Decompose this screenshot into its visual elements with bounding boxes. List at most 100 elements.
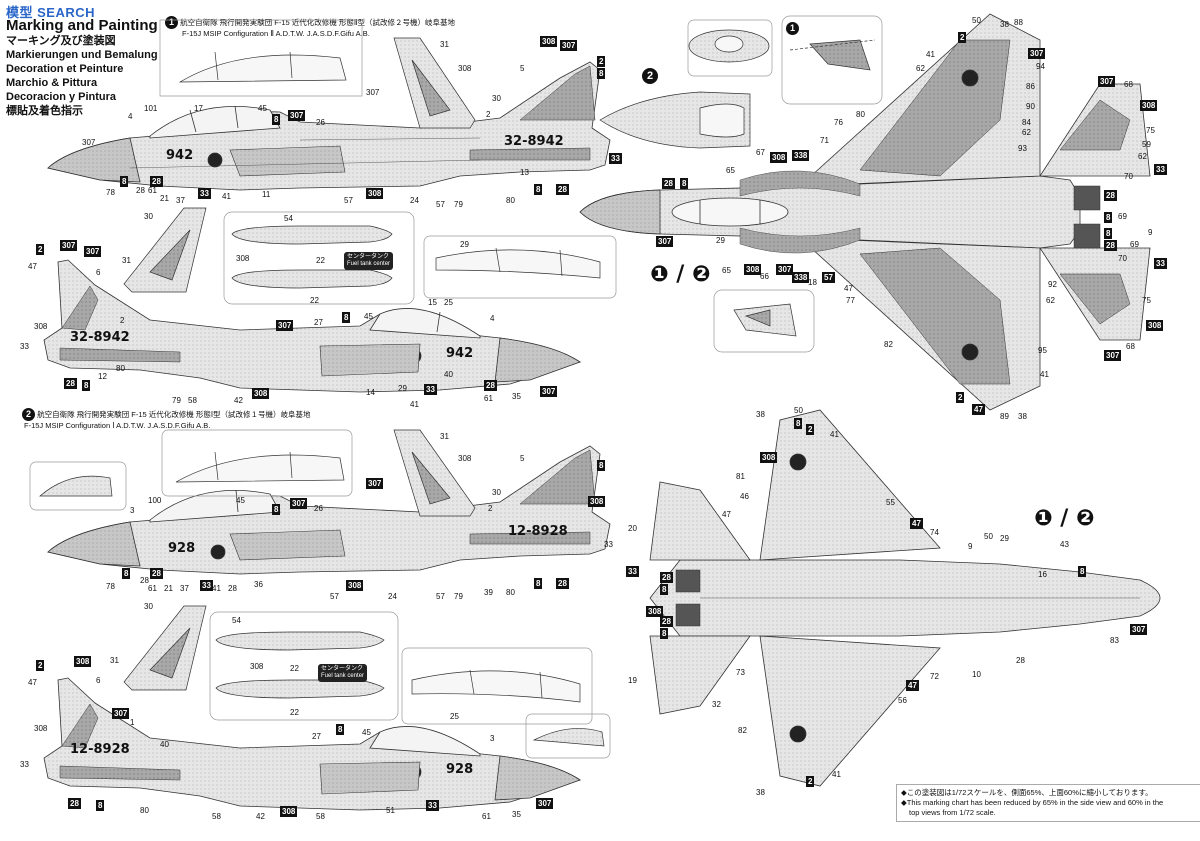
scheme2-headline: 2 航空自衛隊 飛行開発実験団 F-15 近代化改修機 形態Ⅰ型（試改修１号機）… — [22, 408, 311, 431]
callout: 35 — [512, 810, 521, 819]
callout-box: 8 — [1104, 228, 1113, 239]
callout: 76 — [834, 118, 843, 127]
callout-box: 308 — [1140, 100, 1158, 111]
callout-box: 307 — [1104, 350, 1122, 361]
scheme2-cockpit-inset — [599, 91, 751, 149]
callout: 73 — [736, 668, 745, 677]
callout: 82 — [738, 726, 747, 735]
callout: 28 — [1016, 656, 1025, 665]
callout: 80 — [856, 110, 865, 119]
callout: 82 — [884, 340, 893, 349]
callout: 75 — [1142, 296, 1151, 305]
callout-box: 33 — [200, 580, 213, 591]
callout: 39 — [484, 588, 493, 597]
callout-box: 307 — [1028, 48, 1046, 59]
callout: 28 — [228, 584, 237, 593]
callout-box: 307 — [276, 320, 294, 331]
callout-box: 8 — [794, 418, 803, 429]
callout-box: 47 — [972, 404, 985, 415]
callout: 308 — [236, 254, 250, 263]
callout: 31 — [122, 256, 131, 265]
scheme2-headline-jp: 航空自衛隊 飛行開発実験団 F-15 近代化改修機 形態Ⅰ型（試改修１号機）岐阜… — [37, 410, 311, 419]
callout-box: 8 — [122, 568, 131, 579]
callout: 33 — [604, 540, 613, 549]
top-view-inset-detail — [713, 289, 815, 353]
legend-lang-cn: 標貼及着色指示 — [6, 105, 83, 117]
callout-box: 8 — [82, 380, 91, 391]
callout: 3 — [490, 734, 495, 743]
callout: 29 — [716, 236, 725, 245]
callout: 2 — [486, 110, 491, 119]
scheme2-tail-inset-mid — [123, 605, 207, 691]
callout-box: 338 — [792, 150, 810, 161]
bottom-view-scheme-label: ❶ / ❷ — [1034, 506, 1095, 531]
fuel-tank-tag-1: センタータンク Fuel tank center — [344, 252, 394, 270]
scheme2-tail-inset-top — [393, 429, 476, 517]
callout: 94 — [1036, 62, 1045, 71]
callout: 95 — [1038, 346, 1047, 355]
callout-box: 28 — [1104, 190, 1117, 201]
scheme1-headline-jp: 航空自衛隊 飛行開発実験団 F-15 近代化改修機 形態Ⅱ型（試改修２号機）岐阜… — [180, 18, 456, 27]
callout: 308 — [34, 724, 48, 733]
callout: 26 — [316, 118, 325, 127]
callout: 62 — [1138, 152, 1147, 161]
callout: 68 — [1126, 342, 1135, 351]
callout-box: 8 — [272, 504, 281, 515]
fuel-tank-tag-2: センタータンク Fuel tank center — [318, 664, 368, 682]
callout-box: 308 — [744, 264, 762, 275]
callout: 46 — [740, 492, 749, 501]
callout: 41 — [926, 50, 935, 59]
callout: 58 — [212, 812, 221, 821]
callout-box: 308 — [252, 388, 270, 399]
legend-lang-fr: Decoration et Peinture — [6, 63, 124, 75]
callout-box: 28 — [556, 184, 569, 195]
callout: 25 — [450, 712, 459, 721]
callout: 30 — [492, 94, 501, 103]
callout: 47 — [844, 284, 853, 293]
scheme2-tail-serial-left: 12-8928 — [508, 524, 568, 539]
callout: 78 — [106, 582, 115, 591]
callout: 100 — [148, 496, 162, 505]
legend-lang-de: Markierungen und Bemalung — [6, 49, 158, 61]
fuel-tank-tag-2-jp: センタータンク — [321, 666, 364, 672]
callout-box: 8 — [336, 724, 345, 735]
callout: 30 — [144, 602, 153, 611]
callout: 13 — [520, 168, 529, 177]
callout: 33 — [20, 342, 29, 351]
scheme1-tail-inset-mid — [123, 207, 207, 293]
callout: 4 — [128, 112, 133, 121]
callout: 54 — [232, 616, 241, 625]
fuel-tank-tag-1-en: Fuel tank center — [347, 261, 391, 267]
callout-box: 8 — [597, 460, 606, 471]
callout: 6 — [96, 268, 101, 277]
scheme1-side-view-left — [47, 61, 611, 191]
callout: 27 — [314, 318, 323, 327]
callout-box: 8 — [660, 628, 669, 639]
callout: 45 — [236, 496, 245, 505]
callout: 78 — [106, 188, 115, 197]
callout: 79 — [454, 200, 463, 209]
callout: 12 — [98, 372, 107, 381]
callout: 62 — [916, 64, 925, 73]
callout: 31 — [110, 656, 119, 665]
footnote-en-line1: ◆This marking chart has been reduced by … — [901, 798, 1164, 807]
callout-box: 28 — [150, 568, 163, 579]
scheme2-side-view-right — [43, 677, 581, 811]
callout-box: 47 — [906, 680, 919, 691]
callout-box: 8 — [120, 176, 129, 187]
callout: 59 — [1142, 140, 1151, 149]
scheme1-cockpit-top-inset — [687, 19, 773, 77]
callout: 18 — [808, 278, 817, 287]
callout: 38 — [1000, 20, 1009, 29]
callout-box: 28 — [660, 616, 673, 627]
callout: 29 — [460, 240, 469, 249]
callout: 84 — [1022, 118, 1031, 127]
callout: 79 — [172, 396, 181, 405]
callout-box: 308 — [588, 496, 606, 507]
callout-box: 308 — [760, 452, 778, 463]
callout-box: 8 — [342, 312, 351, 323]
callout: 75 — [1146, 126, 1155, 135]
callout: 31 — [440, 40, 449, 49]
callout-box: 308 — [540, 36, 558, 47]
callout: 50 — [794, 406, 803, 415]
